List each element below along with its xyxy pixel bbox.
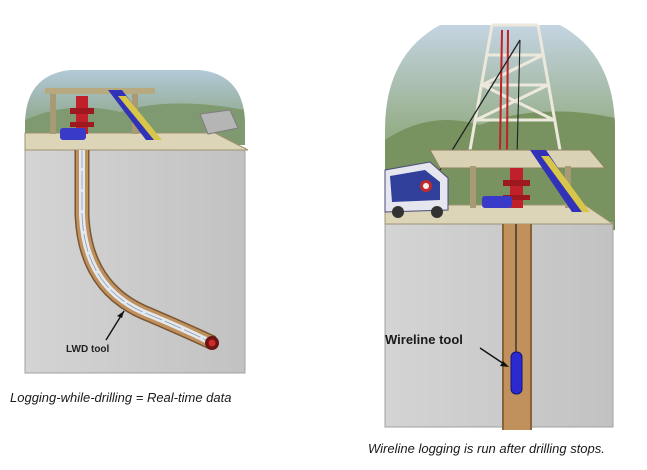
left-wellhead-flange xyxy=(70,108,94,114)
right-stair-ramp xyxy=(541,156,590,212)
left-rig-deck xyxy=(24,132,249,151)
wireline-tool-label: Wireline tool xyxy=(385,332,463,347)
lwd-caption: Logging-while-drilling = Real-time data xyxy=(10,390,232,405)
wireline-truck xyxy=(384,161,449,218)
lwd-drill-bit-core xyxy=(208,339,216,347)
derrick-red-pipe xyxy=(499,29,503,151)
right-wellhead-flange xyxy=(503,180,530,186)
lwd-tool-label: LWD tool xyxy=(66,344,110,355)
wireline-tool-body xyxy=(510,351,523,395)
lwd-pointer-arrowhead xyxy=(117,311,124,318)
wireline-pointer-arrowhead xyxy=(500,361,509,367)
wireline-borehole xyxy=(502,224,532,430)
lwd-diagram xyxy=(24,70,249,374)
left-rig-beam xyxy=(45,88,155,94)
left-rig-post xyxy=(50,92,56,134)
right-wellhead-flange xyxy=(503,195,530,200)
right-ground-block xyxy=(384,221,614,428)
right-rig-post xyxy=(470,166,476,208)
lwd-drill-pipe-edge xyxy=(81,150,209,342)
wireline-cable-overhead xyxy=(439,39,521,171)
wireline-diagram xyxy=(384,23,615,430)
right-blue-tank xyxy=(482,196,512,208)
left-equipment-shed xyxy=(199,109,239,135)
right-rig-deck xyxy=(429,149,607,169)
derrick-red-pipe xyxy=(506,29,509,151)
wireline-borehole-edge xyxy=(530,224,532,430)
wireline-derrick xyxy=(468,23,562,151)
left-blue-tank xyxy=(60,128,86,140)
left-stair-ramp xyxy=(118,96,162,140)
left-wellhead-flange xyxy=(70,122,94,127)
wireline-caption: Wireline logging is run after drilling s… xyxy=(368,441,605,456)
wireline-borehole-edge xyxy=(502,224,504,430)
